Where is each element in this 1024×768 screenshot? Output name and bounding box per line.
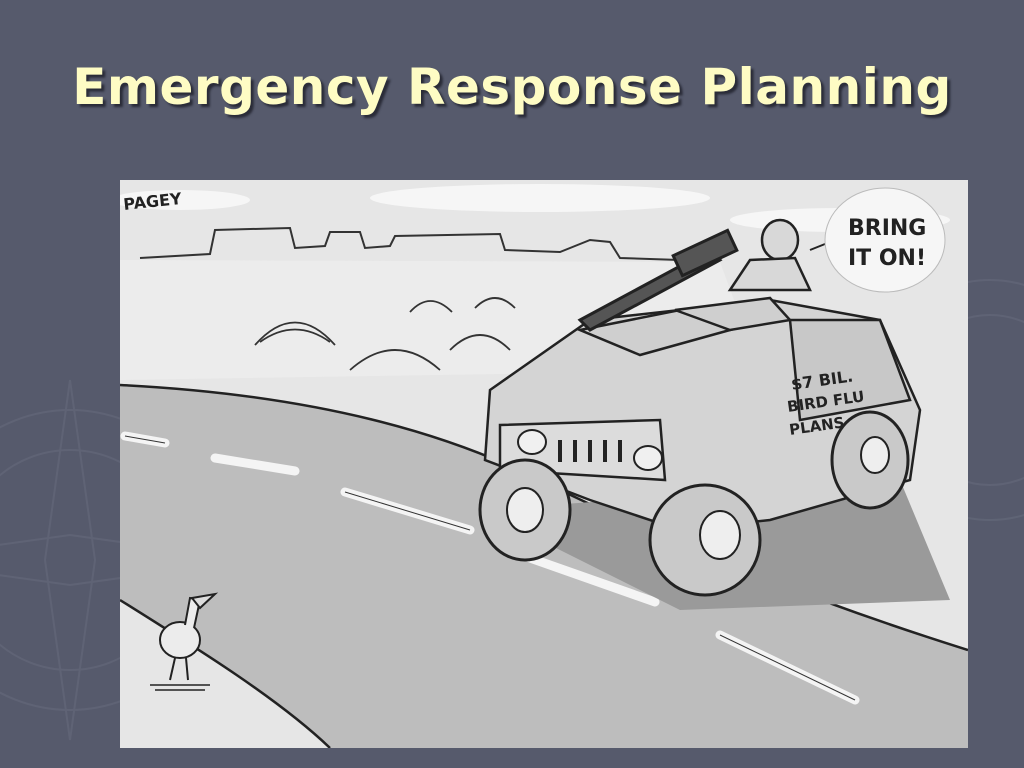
slide-title: Emergency Response Planning [72, 58, 952, 116]
speech-bubble-line1: BRING [848, 216, 926, 241]
bird-figure [159, 592, 219, 681]
editorial-cartoon: BRING IT ON! $7 BIL. BIRD FLU PLANS PAGE… [120, 180, 968, 748]
speech-bubble-line2: IT ON! [848, 246, 926, 271]
